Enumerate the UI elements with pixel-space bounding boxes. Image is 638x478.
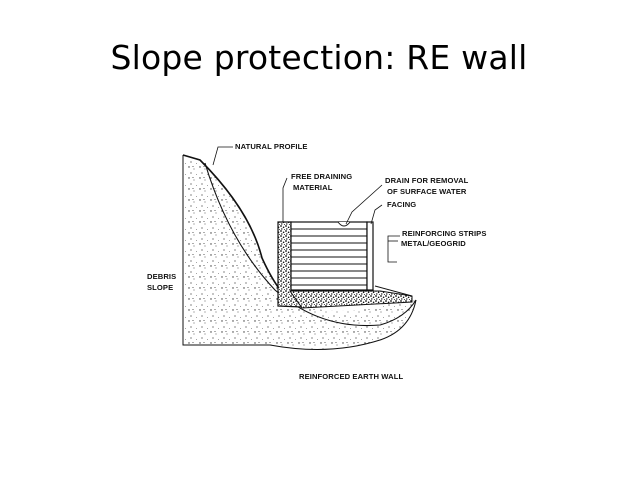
label-free-draining-line1: FREE DRAINING — [291, 172, 352, 181]
label-reinforcing-line2: METAL/GEOGRID — [401, 239, 466, 248]
reinforced-earth-block — [290, 221, 368, 291]
label-free-draining-line2: MATERIAL — [293, 183, 333, 192]
label-natural-profile: NATURAL PROFILE — [235, 142, 308, 151]
surface-drain-notch — [337, 221, 351, 227]
label-drain-line1: DRAIN FOR REMOVAL — [385, 176, 469, 185]
reinforcing-strips — [291, 228, 367, 286]
base-drain-blanket — [289, 290, 413, 309]
leader-lines — [212, 146, 400, 263]
base-line — [374, 285, 413, 297]
slide-title: Slope protection: RE wall — [110, 38, 528, 77]
label-debris-line1: DEBRIS — [147, 272, 176, 281]
label-debris-line2: SLOPE — [147, 283, 173, 292]
label-facing: FACING — [387, 200, 416, 209]
debris-slope-outline — [182, 155, 417, 350]
excavation-arc — [204, 162, 417, 327]
label-reinforcing-line1: REINFORCING STRIPS — [402, 229, 487, 238]
label-caption: REINFORCED EARTH WALL — [299, 372, 403, 381]
label-drain-line2: OF SURFACE WATER — [387, 187, 467, 196]
debris-slope-mass — [183, 155, 416, 350]
facing-panel — [366, 221, 374, 291]
